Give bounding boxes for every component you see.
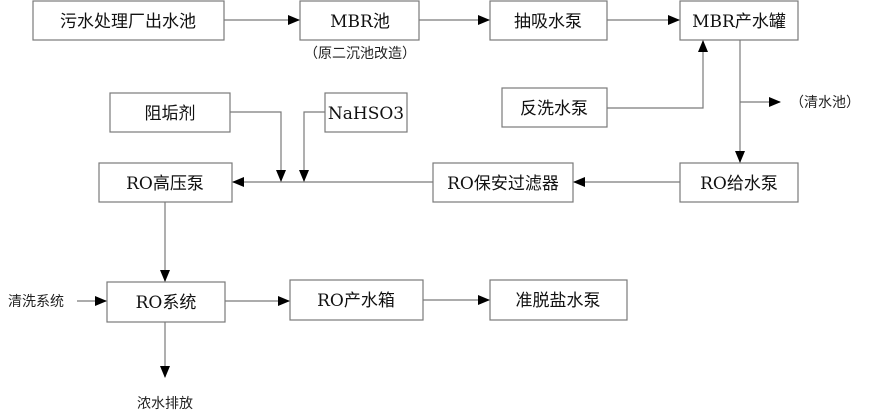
node-ro-cartridge-filter: RO保安过滤器 [432,162,574,203]
node-ro-hp-pump: RO高压泵 [98,162,233,203]
node-backwash-pump: 反洗水泵 [501,87,608,128]
node-label: RO系统 [136,293,197,313]
node-label: 污水处理厂出水池 [60,12,196,32]
arrow-backwash-to-tank [607,40,708,109]
node-label: RO给水泵 [700,174,778,194]
node-antiscalant: 阻垢剂 [109,92,231,133]
node-label: 阻垢剂 [145,104,196,124]
node-label: MBR产水罐 [692,12,786,32]
node-label: MBR池 [330,12,390,32]
node-label: 反洗水泵 [520,99,588,119]
node-wwtp-outlet: 污水处理厂出水池 [32,0,225,41]
cleaning-system-label: 清洗系统 [8,294,64,310]
node-mbr-product-tank: MBR产水罐 [679,0,799,41]
mbr-note: （原二沉池改造） [304,46,416,62]
node-ro-feed-pump: RO给水泵 [679,162,799,203]
node-nahso3: NaHSO3 [324,92,408,133]
node-ro-product-tank: RO产水箱 [289,279,424,321]
node-label: RO保安过滤器 [447,174,559,194]
arrow-nahso3-dosing [299,111,325,182]
arrow-antiscalant-dosing [230,111,286,182]
clear-water-pool-label: （清水池） [790,95,860,111]
node-label: 抽吸水泵 [514,12,582,32]
node-demin-pump: 准脱盐水泵 [489,279,628,321]
concentrate-discharge-label: 浓水排放 [137,396,193,412]
node-suction-pump: 抽吸水泵 [489,0,608,41]
node-label: RO产水箱 [317,291,395,311]
node-ro-system: RO系统 [106,281,226,323]
node-label: 准脱盐水泵 [516,291,601,311]
node-mbr-tank: MBR池 [299,0,420,41]
node-label: RO高压泵 [126,174,204,194]
node-label: NaHSO3 [328,104,404,124]
